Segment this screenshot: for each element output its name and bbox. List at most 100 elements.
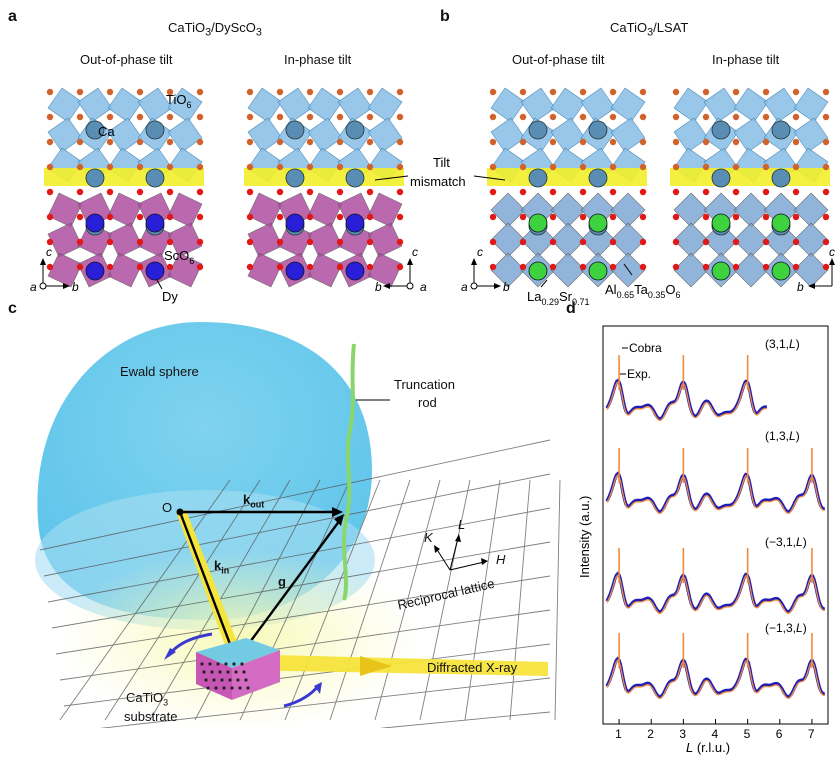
svg-text:b: b xyxy=(797,280,804,294)
oxygen-atom xyxy=(306,138,314,146)
oxygen-atom xyxy=(276,138,284,146)
lattice-atom xyxy=(228,678,232,682)
oxygen-atom xyxy=(76,138,84,146)
oxygen-atom xyxy=(549,163,557,171)
oxygen-atom xyxy=(762,88,770,96)
lattice-atom xyxy=(218,670,222,674)
ca-atom xyxy=(711,120,731,140)
g-label: g xyxy=(278,574,286,589)
oxygen-atom xyxy=(702,113,710,121)
oxygen-atom xyxy=(106,138,114,146)
panel-c-letter: c xyxy=(8,300,17,317)
panel-b-in-phase-label: In-phase tilt xyxy=(712,52,780,67)
oxygen-atom xyxy=(732,263,740,271)
ca-atom xyxy=(285,168,305,188)
tio6-octahedron xyxy=(167,117,203,153)
oxygen-atom xyxy=(639,238,647,246)
tio6-octahedron xyxy=(550,117,586,153)
tio6-octahedron xyxy=(610,117,646,153)
bottom-octahedron xyxy=(307,222,343,258)
lattice-atom xyxy=(212,678,216,682)
x-tick-label: 2 xyxy=(647,727,654,741)
oxygen-atom xyxy=(76,213,84,221)
oxygen-atom xyxy=(609,188,617,196)
label-tio6: TiO6 xyxy=(166,92,191,110)
oxygen-atom xyxy=(579,88,587,96)
oxygen-atom xyxy=(106,88,114,96)
oxygen-atom xyxy=(136,188,144,196)
svg-text:b: b xyxy=(72,280,79,294)
crystal-block xyxy=(670,87,830,288)
oxygen-atom xyxy=(46,138,54,146)
tio6-octahedron xyxy=(793,117,829,153)
oxygen-atom xyxy=(792,188,800,196)
lattice-atom xyxy=(204,678,208,682)
a-site-atom xyxy=(285,261,305,281)
svg-text:c: c xyxy=(46,245,52,259)
alta-pointer xyxy=(623,263,633,276)
oxygen-atom xyxy=(106,238,114,246)
oxygen-atom xyxy=(306,238,314,246)
oxygen-atom xyxy=(639,213,647,221)
oxygen-atom xyxy=(609,213,617,221)
a-site-atom xyxy=(85,213,105,233)
oxygen-atom xyxy=(672,138,680,146)
a-site-atom xyxy=(588,213,608,233)
sample-label-2: substrate xyxy=(124,709,178,724)
bottom-octahedron xyxy=(733,252,769,288)
cobra-curve xyxy=(606,574,825,615)
bottom-octahedron xyxy=(167,192,203,228)
bottom-octahedron xyxy=(307,252,343,288)
ca-atom xyxy=(588,168,608,188)
oxygen-atom xyxy=(702,263,710,271)
ewald-sphere-label: Ewald sphere xyxy=(120,364,199,379)
rod-label: (3,1,L) xyxy=(765,337,800,351)
a-site-atom xyxy=(711,213,731,233)
ca-atom xyxy=(528,120,548,140)
grid-line xyxy=(63,643,551,707)
a-site-atom xyxy=(285,213,305,233)
cobra-curve xyxy=(606,381,767,422)
bottom-octahedron xyxy=(247,222,283,258)
exp-curve xyxy=(605,471,826,514)
oxygen-atom xyxy=(732,88,740,96)
oxygen-atom xyxy=(732,188,740,196)
oxygen-atom xyxy=(549,188,557,196)
svg-text:a: a xyxy=(420,280,427,294)
oxygen-atom xyxy=(196,188,204,196)
panel-a-out-of-phase-label: Out-of-phase tilt xyxy=(80,52,173,67)
truncation-rod xyxy=(342,343,356,601)
oxygen-atom xyxy=(396,213,404,221)
tilt-arrow-left xyxy=(374,175,409,181)
oxygen-atom xyxy=(46,263,54,271)
oxygen-atom xyxy=(792,238,800,246)
lattice-atom xyxy=(244,678,248,682)
oxygen-atom xyxy=(702,88,710,96)
crystal-structures: TiO6 Ca ScO6 Dy Tilt mismatch c a b c b … xyxy=(30,87,835,307)
x-tick-label: 1 xyxy=(615,727,622,741)
oxygen-atom xyxy=(246,138,254,146)
oxygen-atom xyxy=(246,113,254,121)
oxygen-atom xyxy=(366,163,374,171)
panel-a-letter: a xyxy=(8,8,17,25)
lattice-atom xyxy=(214,686,218,690)
lattice-atom xyxy=(234,670,238,674)
bottom-octahedron xyxy=(550,252,586,288)
oxygen-atom xyxy=(136,113,144,121)
oxygen-atom xyxy=(76,188,84,196)
oxygen-atom xyxy=(519,213,527,221)
oxygen-atom xyxy=(489,138,497,146)
tio6-octahedron xyxy=(490,117,526,153)
oxygen-atom xyxy=(762,188,770,196)
oxygen-atom xyxy=(396,138,404,146)
lattice-atom xyxy=(202,670,206,674)
a-site-atom xyxy=(711,261,731,281)
oxygen-atom xyxy=(136,88,144,96)
oxygen-atom xyxy=(46,163,54,171)
oxygen-atom xyxy=(549,88,557,96)
tio6-octahedron xyxy=(247,117,283,153)
crystal-block xyxy=(487,87,647,288)
label-al-ta-o6: Al0.65Ta0.35O6 xyxy=(605,282,681,300)
bottom-octahedron xyxy=(367,192,403,228)
